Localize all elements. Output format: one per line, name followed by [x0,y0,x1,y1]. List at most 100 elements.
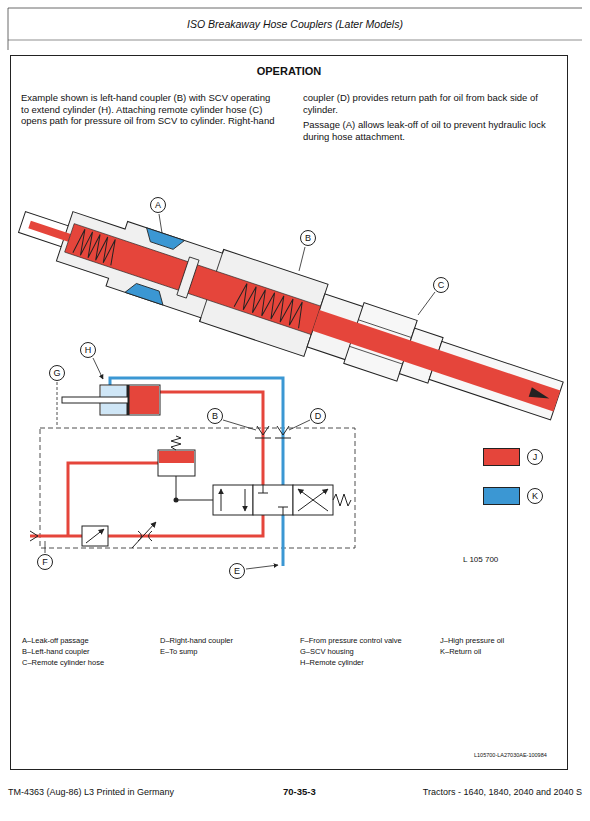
cylinder-pressure-side [128,386,159,414]
panel-text: Passage (A) allows leak-off of oil to pr… [303,119,557,142]
coupler-check [277,426,289,435]
page-footer: Tractors - 1640, 1840, 2040 and 2040 S [423,787,582,797]
coupler-check [255,438,271,439]
callout-letter: A [155,201,161,210]
return-line [110,378,283,485]
flow-control-arrow [132,522,156,548]
compensator-valve [158,450,195,476]
legend-letter: K [532,492,538,501]
leader-line [246,565,278,569]
spool-spring [333,494,351,506]
spool-block [258,485,288,515]
coupler-check [257,426,269,435]
callout-letter: C [438,281,445,290]
callout-circle: F [37,554,53,570]
leader-line [93,358,103,379]
callout-circle: B [207,408,223,424]
leak-off-passage [143,228,185,252]
callout-letter: H [85,346,92,355]
scv-housing-outline [40,428,355,548]
flow-arrow [529,387,551,403]
springs [73,228,307,328]
sump-line [282,515,285,566]
valve-linkage [176,476,213,500]
callout-letter: D [315,412,322,421]
callout-circle: E [229,563,245,579]
leader-line [57,382,58,426]
page-rule [8,8,582,9]
legend-key: K [527,488,543,504]
spool-position [213,485,253,515]
callout-letter: E [234,567,240,576]
spring-coil [73,228,119,265]
inlet-arrow [30,531,38,541]
check-valve [82,526,108,546]
valve-arrow [86,529,104,543]
callout-circle: B [300,230,316,246]
panel-text: Example shown is left-hand coupler (B) w… [21,92,557,144]
figure-number: L 105 700 [463,555,498,564]
callout-circle: A [150,197,166,213]
spool-position [293,485,333,515]
linkage-pivot [174,498,179,503]
spool-arrow [298,489,328,511]
page-rule [8,8,9,50]
coupler-housing [53,200,328,356]
page-rule [8,40,582,41]
spool-arrow [245,489,246,511]
compensator-spring [171,436,181,450]
leader-line [418,292,435,315]
figure-number: L105700-LA27030AE-100984 [474,752,547,758]
spool-arrow [221,489,222,511]
coupler-check [275,438,291,439]
leader-line [299,247,305,271]
parts-key: D–Right-hand coupler [160,637,233,646]
callout-letter: G [53,369,60,378]
compensator-oil [159,451,194,463]
text-columns: Example shown is left-hand coupler (B) w… [21,92,557,144]
parts-key: C–Remote cylinder hose [22,659,104,668]
oil-core [312,310,560,411]
parts-key: A–Leak-off passage [22,637,89,646]
callout-circle: H [80,342,96,358]
callout-circle: G [49,365,65,381]
legend-key: J [527,449,543,465]
parts-key: H–Remote cylinder [300,659,364,668]
legend-swatch [483,487,520,505]
callout-letter: B [305,234,311,243]
leader-line [45,541,46,553]
page-footer: 70-35-3 [283,787,316,798]
parts-key: F–From pressure control valve [300,637,402,646]
leader-line [159,214,162,233]
spool-arrow [298,489,328,511]
legend-letter: J [533,453,538,462]
oil-core [28,221,70,242]
parts-key: G–SCV housing [300,648,354,657]
leader-line [223,420,256,430]
leak-off-passage [125,281,167,305]
poppet-seat [177,257,199,298]
parts-key: E–To sump [160,648,198,657]
panel-text: OPERATION [11,65,567,77]
callout-letter: F [42,558,48,567]
parts-key: J–High pressure oil [440,637,504,646]
spring-coil [234,282,307,328]
callout-circle: C [433,277,449,293]
hydraulic-schematic [30,378,355,566]
callout-circle: D [310,408,326,424]
oil-core [65,224,321,335]
spool-position [253,485,293,515]
callout-letter: B [212,412,218,421]
parts-key: K–Return oil [440,648,481,657]
parts-key: B–Left-hand coupler [22,648,90,657]
pilot-line [68,463,158,536]
leader-line [289,420,310,430]
legend-swatch [483,448,520,466]
piston-rod [62,397,128,403]
leader-lines [45,214,435,569]
page-heading: ISO Breakaway Hose Couplers (Later Model… [0,18,590,30]
flow-restrictor [138,531,152,541]
coupler-cutaway [10,186,569,437]
page-footer: TM-4363 (Aug-86) L3 Printed in Germany [8,787,174,797]
